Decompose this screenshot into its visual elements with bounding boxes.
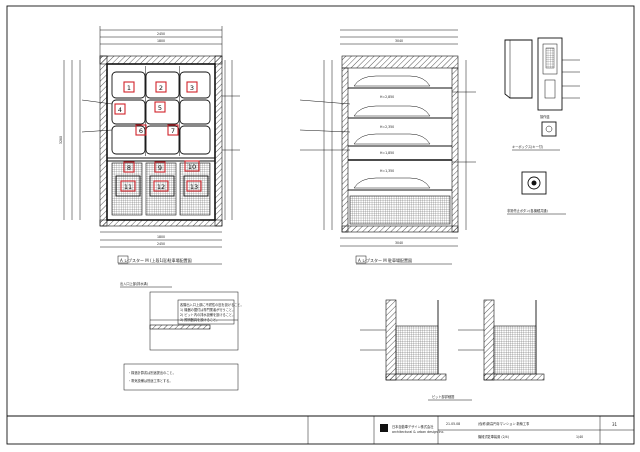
switch-box-label: 操作盤	[540, 114, 550, 119]
date-label: 21.05.08	[446, 422, 460, 426]
title-block: 日本自動車デザイン株式会社 architectural & urban desi…	[307, 416, 634, 444]
svg-text:12: 12	[157, 183, 165, 191]
svg-text:・構造計算書は別途提出のこと。: ・構造計算書は別途提出のこと。	[128, 370, 176, 375]
callout-10: 10	[184, 160, 200, 172]
sheet-number: 31	[612, 422, 618, 427]
callout-7: 7	[167, 124, 179, 136]
callout-3: 3	[186, 81, 198, 93]
height-label-2: H=2,350	[380, 125, 394, 129]
callout-13: 13	[186, 180, 202, 192]
svg-text:8: 8	[127, 164, 131, 172]
svg-text:3) 照明器具を設けること。: 3) 照明器具を設けること。	[180, 317, 219, 322]
center-view-title: A レブスター M 駐車場配置図	[358, 257, 412, 263]
scale-label: 1/40	[576, 435, 583, 439]
sheet-border	[6, 5, 635, 445]
svg-text:3: 3	[190, 84, 194, 92]
height-label-3: H=1,850	[380, 151, 394, 155]
notes-title: 出入口上部(排水溝)	[120, 281, 148, 286]
callout-4: 4	[114, 103, 126, 115]
svg-text:10: 10	[188, 163, 196, 171]
key-switch-label: キーボックス(キー付)	[512, 144, 543, 149]
svg-text:7: 7	[171, 127, 175, 135]
svg-text:5: 5	[158, 104, 162, 112]
dim-center-top: 3040	[395, 39, 403, 43]
company-name: 日本自動車デザイン株式会社	[392, 424, 434, 429]
callout-8: 8	[123, 161, 135, 173]
svg-text:11: 11	[124, 183, 132, 191]
left-plan-view: 2450 1800 3280	[59, 26, 240, 265]
callout-9: 9	[154, 161, 166, 173]
dim-bottom-overall: 2450	[157, 242, 165, 246]
svg-text:6: 6	[139, 127, 143, 135]
emergency-button-label: 非常停止ボタン(各機種共通)	[507, 208, 548, 213]
svg-text:2: 2	[159, 84, 163, 92]
company-name-en: architectural & urban design inc.	[392, 430, 444, 434]
center-section-view: 3040 H=2,850 H=2,350 H=1,850 H=1,350	[299, 29, 476, 265]
pit-detail: ピット部詳細図	[360, 299, 545, 401]
svg-text:4: 4	[118, 106, 122, 114]
bottom-view-title: ピット部詳細図	[432, 394, 454, 399]
height-label-4: H=1,350	[380, 169, 394, 173]
svg-text:1) 機器の据付は専門業者が行うこと。: 1) 機器の据付は専門業者が行うこと。	[180, 307, 235, 312]
callout-2: 2	[155, 81, 167, 93]
dim-top-overall: 2450	[157, 32, 165, 36]
callout-5: 5	[154, 101, 166, 113]
svg-text:1: 1	[127, 84, 131, 92]
dim-top-inner: 1800	[157, 39, 165, 43]
notes-area: 出入口上部(排水溝) 各階出入口上部に不燃性の庇を設けること。 1) 機器の据付…	[120, 281, 244, 391]
height-label-1: H=2,850	[380, 95, 394, 99]
dim-center-bottom: 3040	[395, 241, 403, 245]
dim-bottom-inner: 1800	[157, 235, 165, 239]
callout-11: 11	[120, 180, 136, 192]
svg-text:・電気設備は別途工事とする。: ・電気設備は別途工事とする。	[128, 378, 173, 383]
control-panel-detail: 操作盤 キーボックス(キー付) 非常停止ボタン(各機種共通)	[504, 37, 580, 215]
svg-text:各階出入口上部に不燃性の庇を設けること。: 各階出入口上部に不燃性の庇を設けること。	[180, 302, 244, 307]
svg-text:2) ピット内の排水設備を設けること。: 2) ピット内の排水設備を設けること。	[180, 312, 235, 317]
dim-side-overall: 3280	[59, 136, 63, 144]
callout-6: 6	[135, 124, 147, 136]
upper-pallets	[111, 66, 211, 156]
lower-pallets	[111, 162, 211, 216]
callout-12: 12	[153, 180, 169, 192]
left-view-title: A レブスター M (上段1段)駐車場配置図	[120, 257, 192, 263]
svg-text:13: 13	[190, 183, 198, 191]
svg-text:9: 9	[158, 164, 162, 172]
project-name: (仮称)新高円寺マンション 新築工事	[478, 421, 530, 426]
callout-1: 1	[123, 81, 135, 93]
drawing-title: 機械式駐車装置 (2/4)	[478, 434, 509, 439]
